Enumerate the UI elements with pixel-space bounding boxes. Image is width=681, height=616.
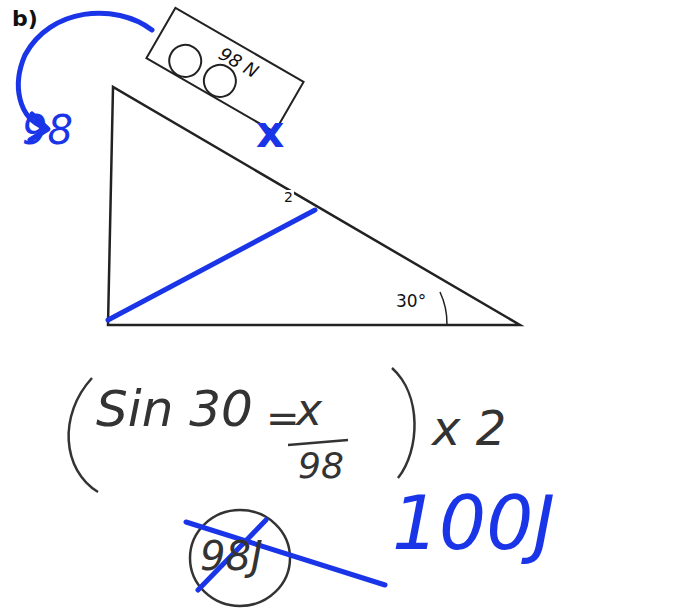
handwritten-mark: x <box>256 110 284 154</box>
part-label: b) <box>12 8 38 30</box>
handwritten-answer: 100J <box>392 486 555 560</box>
fraction-line <box>288 440 348 445</box>
handwritten-answer: 98J <box>200 536 263 576</box>
handwritten-equation: = <box>266 398 300 438</box>
dimension-label: 2 <box>283 190 294 204</box>
cross-out <box>198 520 266 590</box>
handwritten-equation: x 2 <box>432 404 506 452</box>
handwritten-equation: 98 <box>298 448 344 484</box>
wheel <box>163 39 207 83</box>
right-bracket <box>392 368 415 478</box>
left-bracket <box>69 378 98 492</box>
handwritten-number: 98 <box>22 110 73 150</box>
angle-arc <box>440 292 447 325</box>
weight-label: 98 N <box>216 44 261 81</box>
angle-label: 30° <box>396 293 426 310</box>
triangle-slope <box>108 87 520 325</box>
cross-out <box>186 522 385 585</box>
height-line <box>108 210 315 320</box>
wheel <box>198 59 242 103</box>
handwritten-equation: Sin 30 <box>96 384 253 434</box>
handwritten-equation: x <box>296 388 322 432</box>
answer-circle <box>190 510 290 606</box>
